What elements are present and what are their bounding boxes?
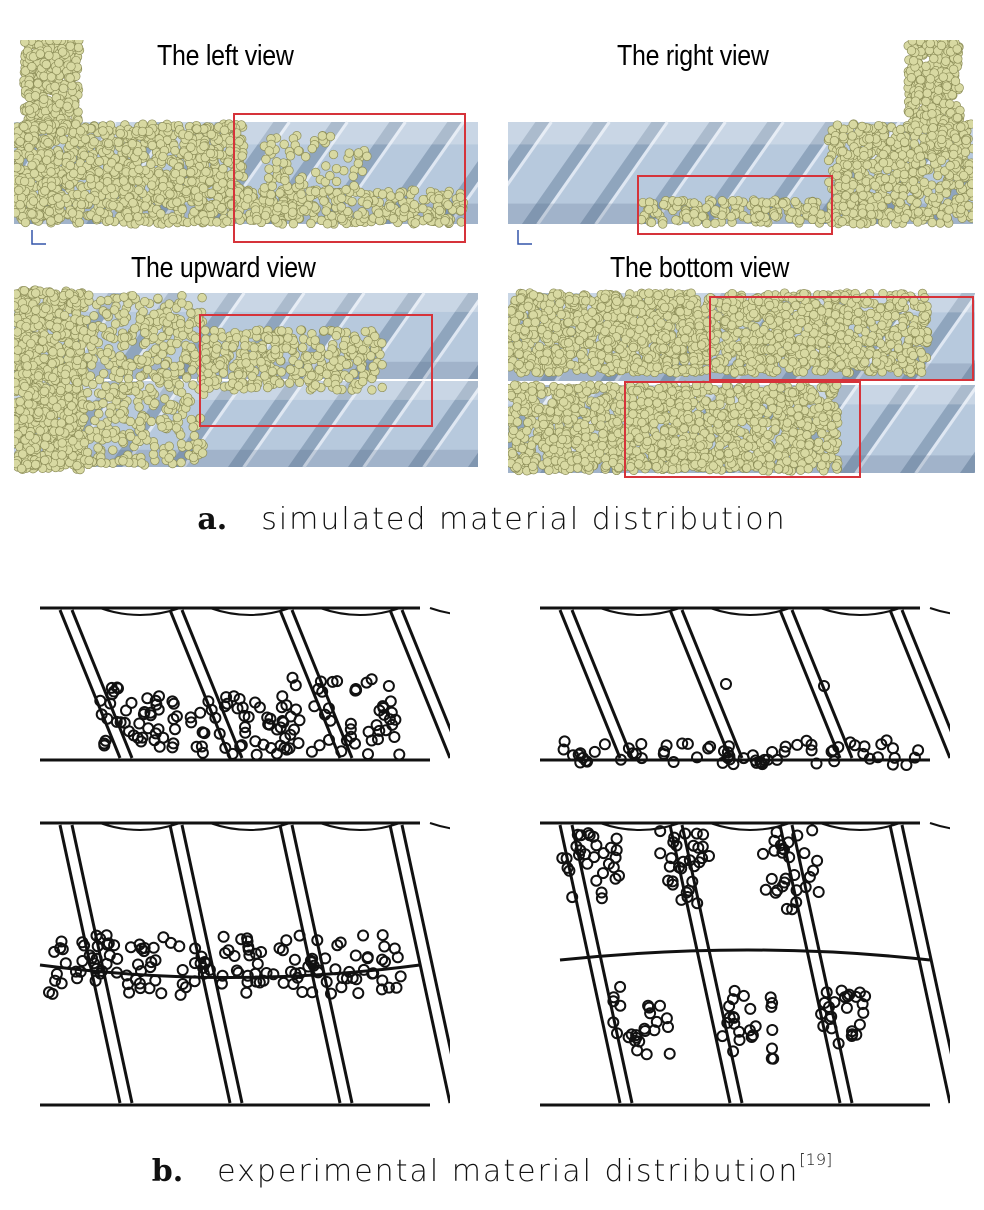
upward-view-title: The upward view: [131, 252, 316, 284]
experiment-bottom-left-drawing: [39, 821, 450, 1107]
experiment-top-right-particle-b: [818, 680, 830, 692]
caption-a-text: simulated material distribution: [261, 502, 787, 537]
experiment-top-left-particles-0: [94, 681, 183, 754]
experiment-bottom-right-particles-4: [716, 984, 780, 1065]
experiment-bottom-left-midline: [39, 963, 421, 979]
experiment-top-right-drawing: [540, 606, 950, 771]
experiment-bottom-right-particles-5: [815, 984, 872, 1050]
upward-particles-left: [14, 285, 89, 475]
right-highlight-box: [637, 175, 833, 235]
experiment-bottom-right-drawing: [540, 821, 950, 1107]
bottom-highlight-box-lower: [624, 381, 861, 478]
left-view-image: [14, 40, 478, 245]
experiment-bottom-right-particles-0: [556, 827, 625, 905]
caption-b-text: experimental material distribution: [217, 1154, 800, 1189]
left-highlight-box: [233, 113, 466, 243]
experiment-bottom-right-particles-3: [607, 980, 676, 1061]
right-axis-icon: [517, 230, 532, 245]
caption-a: a. simulated material distribution: [0, 502, 984, 537]
experiment-top-right-particle-a: [720, 678, 732, 690]
experiment-top-right-panel: [530, 600, 950, 780]
bottom-view-panel: [508, 285, 975, 480]
bottom-particles-lower: [508, 380, 843, 476]
experiment-bottom-right-particles-2: [757, 824, 825, 916]
caption-b-label: b.: [151, 1154, 184, 1189]
experiment-top-left-panel: [30, 600, 450, 780]
left-axis-icon: [31, 230, 46, 245]
bottom-view-title: The bottom view: [610, 252, 790, 284]
right-view-image: [508, 40, 973, 245]
bottom-particles-upper: [508, 288, 933, 378]
experiment-top-right-particles-0: [557, 734, 925, 771]
experiment-bottom-right-midline: [559, 948, 931, 962]
right-particles-main: [823, 119, 973, 229]
experiment-bottom-left-particles-0: [43, 929, 407, 1001]
experiment-bottom-left-panel: [30, 815, 450, 1125]
upward-view-image: [14, 285, 478, 475]
left-particles-main: [14, 119, 249, 229]
upward-view-panel: [14, 285, 478, 475]
left-particles-sparse: [259, 130, 372, 200]
experiment-top-right-lines: [540, 606, 950, 762]
upward-particles-mid: [79, 290, 209, 470]
upward-highlight-box: [199, 314, 433, 427]
left-view-title: The left view: [157, 40, 294, 72]
experiment-bottom-right-panel: [530, 815, 950, 1125]
left-view-panel: [14, 40, 478, 250]
experiment-top-left-lines: [40, 606, 450, 762]
caption-b-citation: [19]: [799, 1150, 833, 1169]
bottom-highlight-box-upper: [709, 296, 974, 381]
experiment-top-left-particles-2: [284, 671, 406, 761]
experiment-top-left-particles-1: [184, 690, 296, 761]
bottom-view-image: [508, 288, 975, 478]
right-view-title: The right view: [617, 40, 769, 72]
right-hopper-particles: [903, 40, 965, 135]
right-particles-bottom: [636, 195, 832, 229]
experiment-top-left-drawing: [40, 606, 450, 762]
experiment-bottom-right-particles-1: [654, 825, 715, 910]
caption-b: b. experimental material distribution[19]: [0, 1150, 984, 1189]
right-view-panel: [508, 40, 973, 250]
caption-a-label: a.: [197, 502, 228, 537]
upward-particles-box: [199, 325, 387, 395]
experiment-bottom-right-lines: [540, 821, 950, 1107]
